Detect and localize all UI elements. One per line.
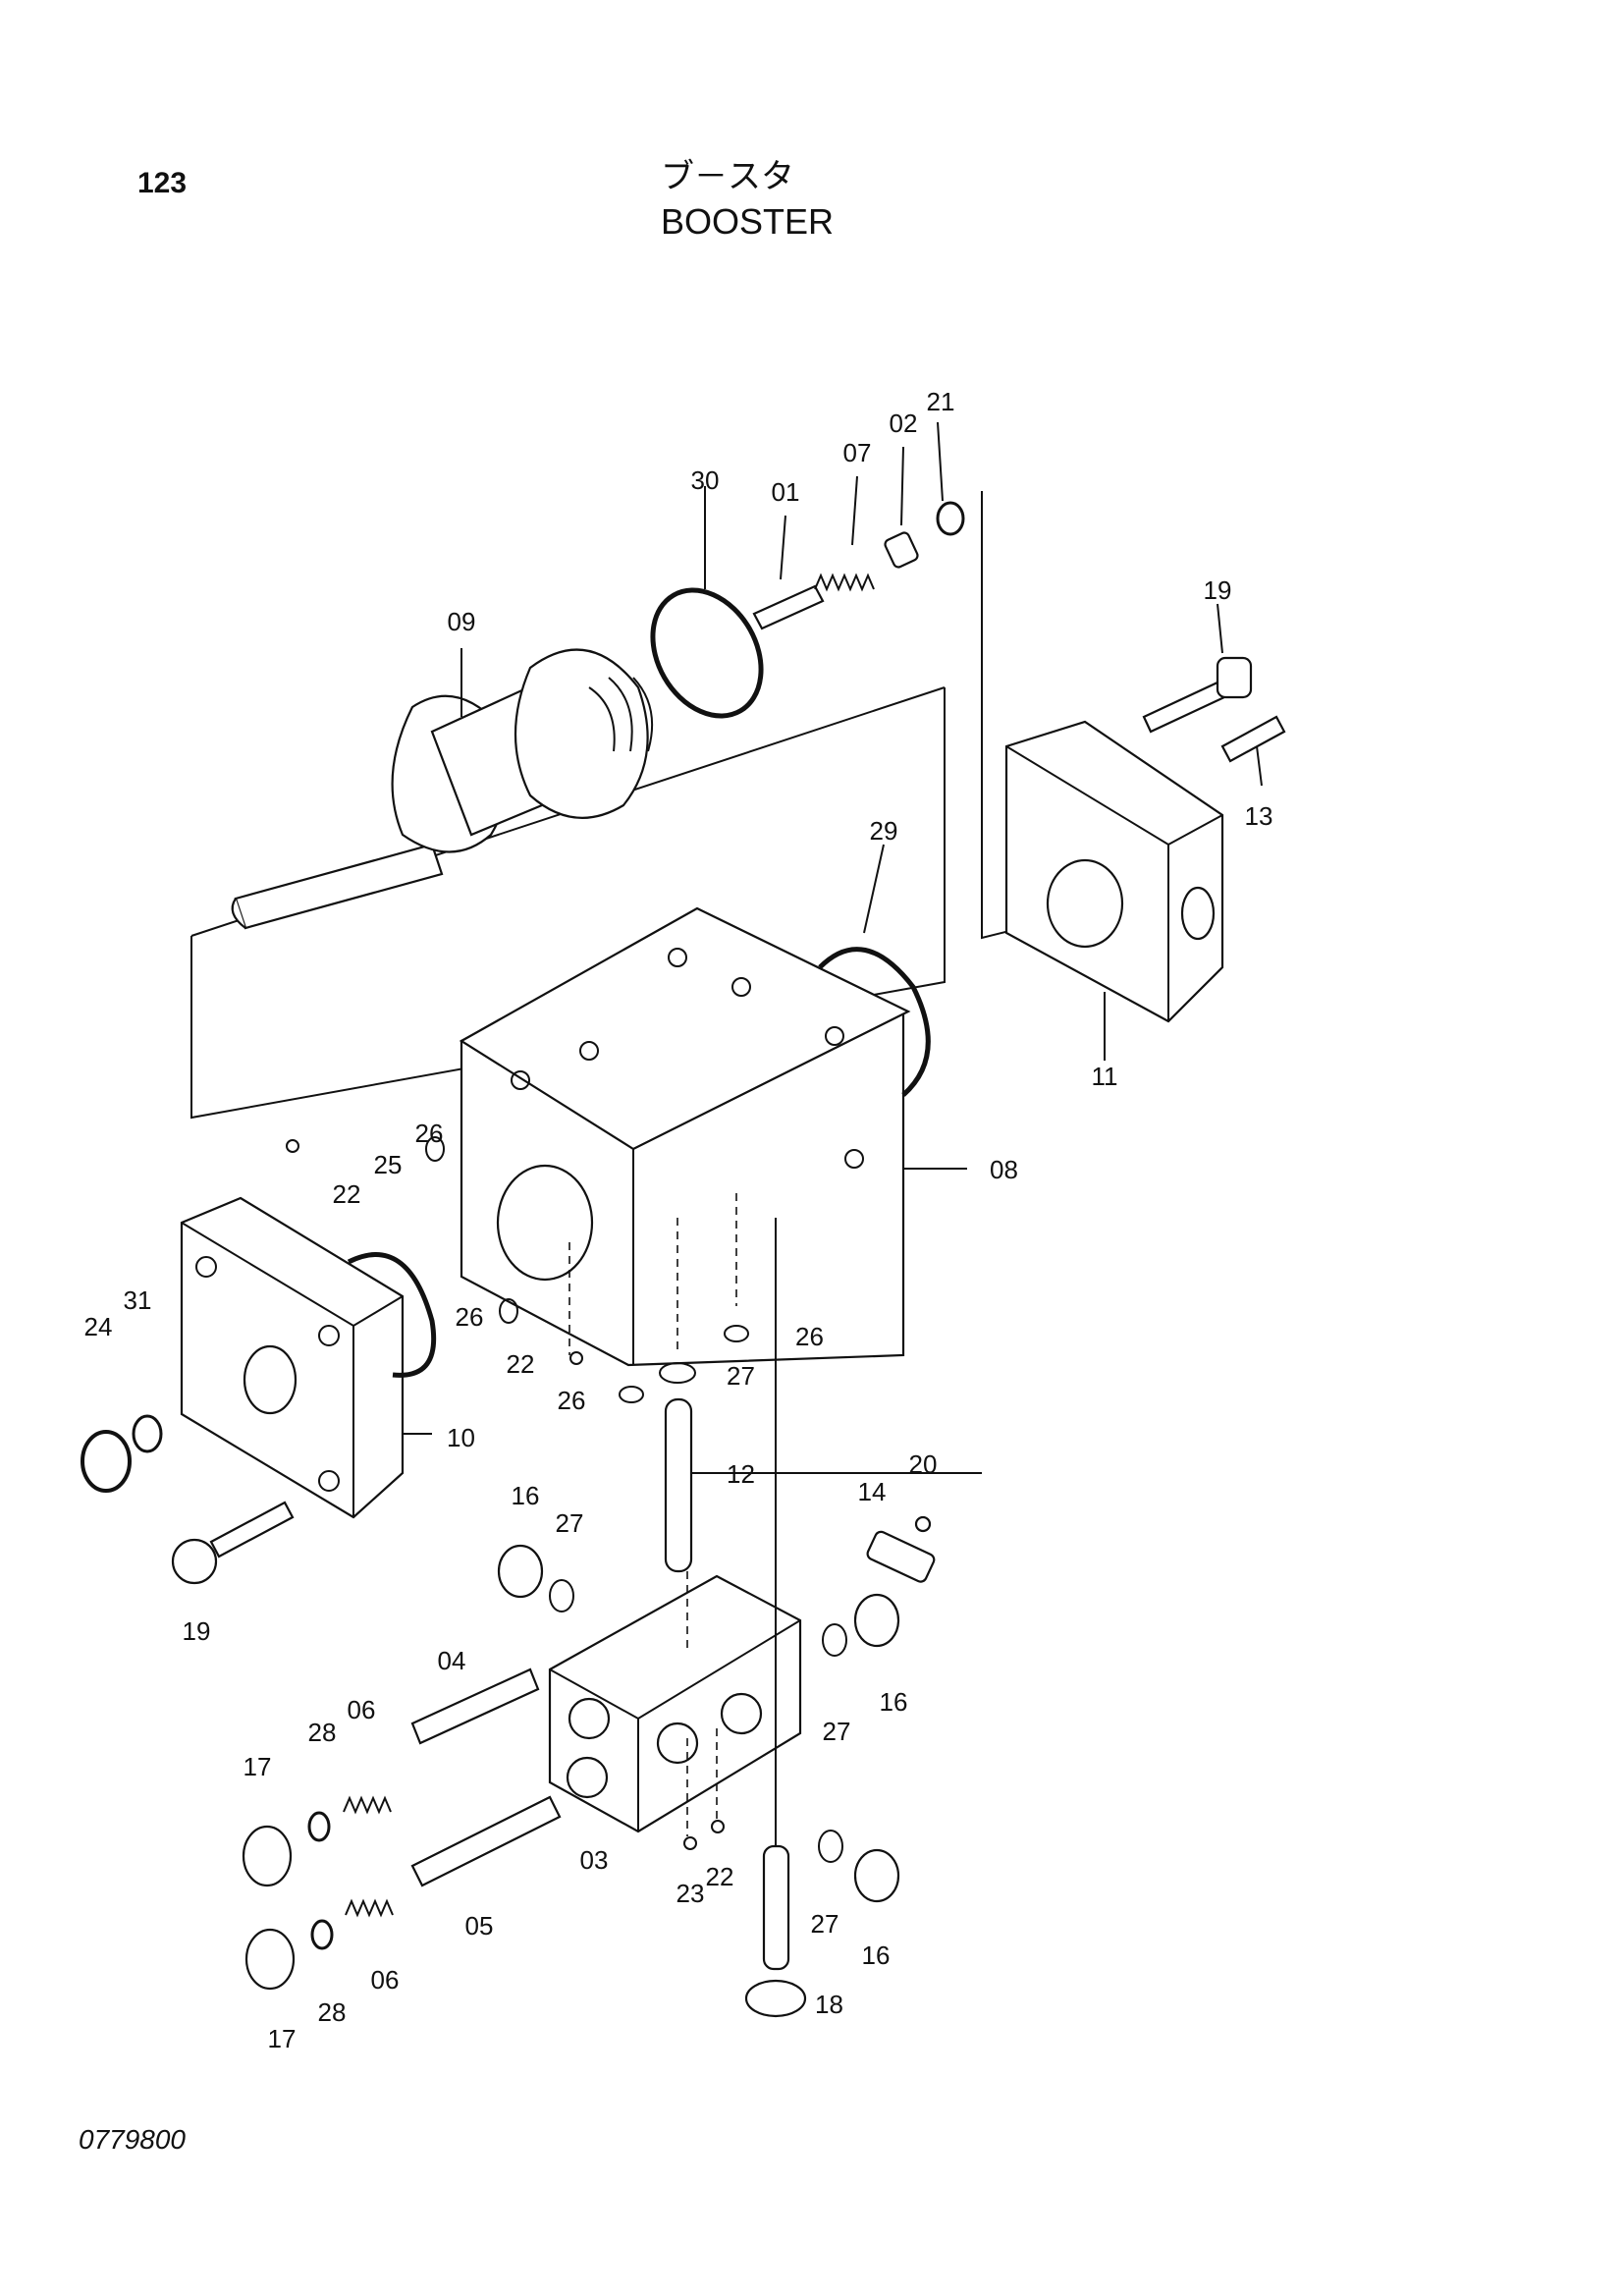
callout-06-a: 06 — [348, 1695, 376, 1724]
part-08-housing — [459, 906, 911, 1367]
part-17-plug-b — [244, 1928, 296, 1991]
callout-25: 25 — [374, 1150, 403, 1179]
callout-06-b: 06 — [371, 1965, 400, 1995]
part-16-plug-a — [497, 1544, 544, 1599]
part-07-spring — [814, 573, 875, 592]
part-26-ring-c — [724, 1325, 749, 1342]
part-26-ring-d — [619, 1386, 644, 1403]
part-18-long-bolt — [744, 1218, 807, 2018]
part-05-spool — [410, 1795, 562, 1887]
callout-16-b: 16 — [880, 1687, 908, 1717]
callout-16-c: 16 — [862, 1941, 891, 1970]
page-number: 123 — [137, 167, 188, 199]
part-13-fitting — [1220, 715, 1286, 763]
callout-05: 05 — [465, 1911, 494, 1941]
part-20-screw — [914, 1515, 932, 1533]
part-01-plunger — [752, 584, 825, 630]
callout-22-c: 22 — [706, 1862, 734, 1891]
part-09-piston-shaft — [231, 648, 654, 930]
title-english: BOOSTER — [661, 201, 835, 242]
part-26-ring-b — [499, 1298, 518, 1324]
part-24-seal — [81, 1430, 132, 1493]
callout-22-b: 22 — [507, 1349, 535, 1379]
part-29-o-ring — [818, 947, 931, 1097]
callout-26-b: 26 — [456, 1302, 484, 1332]
callout-21: 21 — [927, 387, 955, 416]
callout-11: 11 — [1092, 1062, 1118, 1091]
part-22-ball-c — [711, 1820, 725, 1833]
callout-19-lower: 19 — [183, 1616, 211, 1646]
part-14-plate — [866, 1530, 936, 1583]
callout-26-c: 26 — [558, 1386, 586, 1415]
part-10-front-cover — [180, 1196, 405, 1519]
callout-02: 02 — [890, 409, 918, 438]
callout-26-a: 26 — [415, 1119, 444, 1148]
part-19-bolt-lower — [171, 1501, 295, 1585]
part-04-spool — [410, 1667, 540, 1745]
callout-27-b: 27 — [556, 1508, 584, 1538]
callout-20: 20 — [909, 1449, 938, 1479]
callout-07: 07 — [843, 438, 872, 467]
part-19-bolt-upper — [1142, 656, 1253, 734]
part-27-ring-a — [659, 1362, 696, 1384]
part-23-ball — [683, 1836, 697, 1850]
part-22-ball-b — [569, 1351, 583, 1365]
part-25-o-ring — [347, 1252, 437, 1378]
part-06-spring-b — [345, 1898, 394, 1918]
part-16-plug-b — [853, 1593, 900, 1648]
part-27-ring-d — [818, 1830, 843, 1863]
part-31-o-ring — [132, 1414, 163, 1453]
callout-28-b: 28 — [318, 1997, 347, 2027]
callout-16-a: 16 — [512, 1481, 540, 1510]
part-12-pin — [664, 1397, 693, 1573]
part-22-ball-a — [286, 1139, 299, 1153]
title-japanese: ブ－スタ — [661, 157, 794, 196]
part-28-ring-a — [307, 1811, 331, 1842]
callout-17-b: 17 — [268, 2024, 297, 2053]
callout-09: 09 — [448, 607, 476, 636]
part-02-plug — [884, 531, 919, 569]
part-30-o-ring — [650, 587, 764, 719]
callout-29: 29 — [870, 816, 898, 846]
callout-27-a: 27 — [727, 1361, 755, 1391]
callout-24: 24 — [84, 1312, 113, 1341]
callout-12: 12 — [727, 1459, 755, 1489]
part-28-ring-b — [310, 1919, 334, 1950]
part-16-plug-c — [853, 1848, 900, 1903]
part-21-ring — [936, 501, 965, 536]
callout-27-d: 27 — [811, 1909, 839, 1939]
part-03-valve-block — [548, 1574, 802, 1833]
callout-17-a: 17 — [243, 1752, 272, 1781]
callout-14: 14 — [858, 1477, 887, 1506]
part-11-end-cover — [1004, 720, 1224, 1023]
callout-01: 01 — [772, 477, 800, 507]
callout-22-a: 22 — [333, 1179, 361, 1209]
callout-30: 30 — [691, 465, 720, 495]
part-26-ring-a — [425, 1136, 445, 1162]
part-27-ring-c — [822, 1623, 847, 1657]
callout-18: 18 — [815, 1990, 843, 2019]
document-code: 0779800 — [79, 2124, 187, 2155]
callout-08: 08 — [990, 1155, 1018, 1184]
callout-10: 10 — [447, 1423, 475, 1452]
callout-23: 23 — [676, 1879, 705, 1908]
part-17-plug-a — [242, 1825, 293, 1887]
callout-27-c: 27 — [823, 1717, 851, 1746]
callout-28-a: 28 — [308, 1718, 337, 1747]
part-06-spring-a — [343, 1795, 392, 1815]
callout-19-upper: 19 — [1204, 575, 1232, 605]
part-27-ring-b — [549, 1579, 574, 1613]
callout-31: 31 — [124, 1285, 152, 1315]
callout-26-d: 26 — [795, 1322, 824, 1351]
callout-13: 13 — [1245, 801, 1273, 831]
callout-03: 03 — [580, 1845, 609, 1875]
callout-04: 04 — [438, 1646, 466, 1675]
